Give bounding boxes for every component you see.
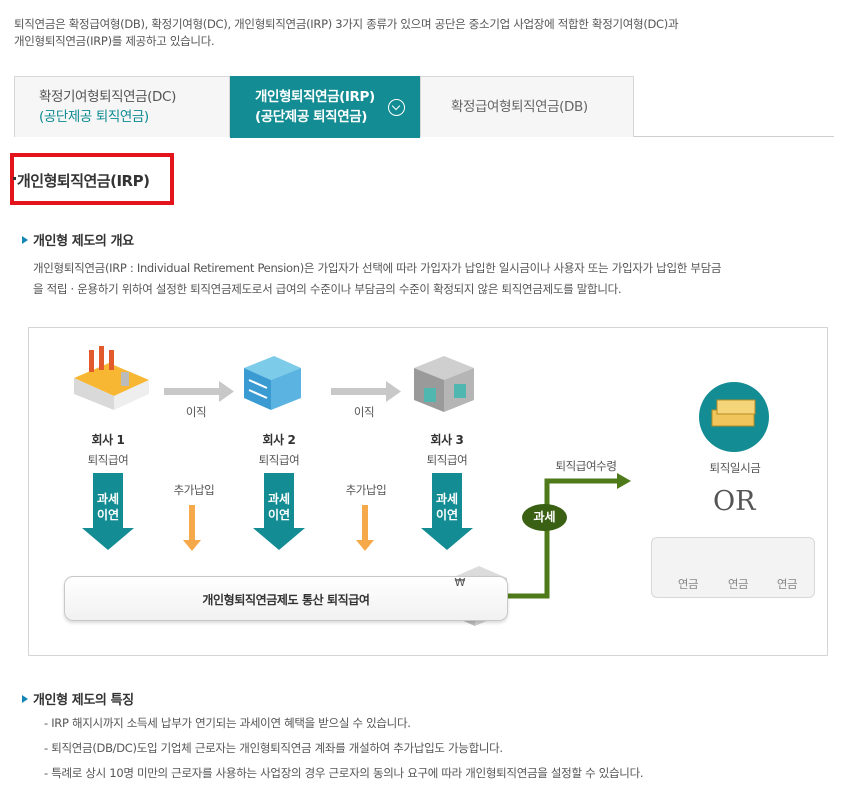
tax-deferral-label-2: 과세 이연: [264, 491, 294, 523]
receive-benefit-label: 퇴직급여수령: [555, 459, 617, 473]
list-item: - IRP 해지시까지 소득세 납부가 연기되는 과세이연 혜택을 받으실 수 …: [44, 716, 411, 730]
lump-sum-money-icon: [699, 382, 769, 452]
tax-badge: 과세: [522, 504, 567, 531]
additional-payment-arrow-2: [356, 505, 374, 551]
annuity-label-3: 연금: [776, 577, 798, 591]
features-heading-text: 개인형 제도의 특징: [33, 693, 134, 708]
annuity-label-1: 연금: [677, 577, 699, 591]
transfer-arrow-2: [331, 381, 401, 402]
lump-sum-label: 퇴직일시금: [709, 461, 761, 475]
annuity-label-2: 연금: [727, 577, 749, 591]
building-blue-icon: [244, 356, 301, 410]
annuity-box: [651, 537, 815, 598]
transfer-label-2: 이직: [353, 405, 375, 419]
intro-line-1: 퇴직연금은 확정급여형(DB), 확정기여형(DC), 개인형퇴직연금(IRP)…: [14, 17, 679, 31]
tax-deferral-label-2-line1: 과세: [267, 492, 291, 506]
company-3-benefit: 퇴직급여: [426, 453, 468, 467]
features-list: - IRP 해지시까지 소득세 납부가 연기되는 과세이연 혜택을 받으실 수 …: [44, 715, 644, 790]
company-3-name: 회사 3: [430, 433, 464, 447]
tab-dc-label: 확정기여형퇴직연금(DC): [39, 89, 176, 105]
tax-deferral-label-3-line2: 이연: [435, 508, 459, 522]
transfer-label-1: 이직: [185, 405, 207, 419]
company-1-name: 회사 1: [91, 433, 125, 447]
tax-deferral-arrow-3: [421, 473, 473, 550]
tax-deferral-label-3: 과세 이연: [432, 491, 462, 523]
list-item: - 특례로 상시 10명 미만의 근로자를 사용하는 사업장의 경우 근로자의 …: [44, 766, 644, 780]
won-sign-icon: ₩: [454, 576, 466, 589]
chevron-down-icon: [388, 99, 405, 116]
irp-total-benefit-bar: 개인형퇴직연금제도 통산 퇴직급여: [64, 576, 508, 621]
tab-db[interactable]: 확정급여형퇴직연금(DB): [420, 76, 634, 137]
company-1-benefit: 퇴직급여: [87, 453, 129, 467]
tax-deferral-label-1-line1: 과세: [96, 492, 120, 506]
tax-deferral-label-1-line2: 이연: [96, 508, 120, 522]
tab-irp-sublabel: (공단제공 퇴직연금): [255, 109, 367, 125]
factory-icon: [74, 346, 149, 410]
company-2-benefit: 퇴직급여: [258, 453, 300, 467]
tax-deferral-label-2-line2: 이연: [267, 508, 291, 522]
irp-total-benefit-text: 개인형퇴직연금제도 통산 퇴직급여: [202, 593, 370, 607]
transfer-arrow-1: [164, 381, 234, 402]
overview-line-2: 을 적립 · 운용하기 위하여 설정한 퇴직연금제도로서 급여의 수준이나 부담…: [33, 282, 622, 296]
highlight-box: [10, 153, 174, 205]
or-label: OR: [713, 486, 756, 517]
intro-line-2: 개인형퇴직연금(IRP)를 제공하고 있습니다.: [14, 34, 215, 48]
tab-irp-label: 개인형퇴직연금(IRP): [255, 89, 375, 105]
bullet-triangle-icon: [22, 695, 28, 703]
tab-irp[interactable]: 개인형퇴직연금(IRP) (공단제공 퇴직연금): [230, 76, 420, 138]
tab-dc[interactable]: 확정기여형퇴직연금(DC) (공단제공 퇴직연금): [14, 76, 230, 137]
overview-line-1: 개인형퇴직연금(IRP : Individual Retirement Pens…: [33, 261, 722, 275]
additional-payment-label-2: 추가납입: [345, 483, 387, 497]
tax-deferral-arrow-2: [253, 473, 305, 550]
intro-text: 퇴직연금은 확정급여형(DB), 확정기여형(DC), 개인형퇴직연금(IRP)…: [14, 16, 834, 50]
bullet-triangle-icon: [22, 236, 28, 244]
list-item: - 퇴직연금(DB/DC)도입 기업체 근로자는 개인형퇴직연금 계좌를 개설하…: [44, 741, 503, 755]
building-gray-icon: [414, 356, 474, 412]
tax-deferral-label-1: 과세 이연: [93, 491, 123, 523]
tax-deferral-label-3-line1: 과세: [435, 492, 459, 506]
overview-text: 개인형퇴직연금(IRP : Individual Retirement Pens…: [33, 258, 833, 300]
tax-deferral-arrow-1: [82, 473, 134, 550]
overview-heading-text: 개인형 제도의 개요: [33, 234, 134, 249]
tab-db-label: 확정급여형퇴직연금(DB): [451, 99, 588, 115]
pension-type-tabs: 확정기여형퇴직연금(DC) (공단제공 퇴직연금) 개인형퇴직연금(IRP) (…: [14, 76, 834, 138]
page-title: 개인형퇴직연금(IRP): [12, 172, 150, 190]
company-2-name: 회사 2: [262, 433, 296, 447]
additional-payment-arrow-1: [183, 505, 201, 551]
overview-heading: 개인형 제도의 개요: [22, 230, 134, 249]
receive-path-arrow: [507, 473, 631, 599]
additional-payment-label-1: 추가납입: [173, 483, 215, 497]
tab-dc-sublabel: (공단제공 퇴직연금): [39, 109, 149, 125]
irp-flow-diagram: 이직 이직 회사 1 퇴직급여 회사 2 퇴직급여 회사 3 퇴직급여 과세 이…: [28, 327, 828, 656]
features-heading: 개인형 제도의 특징: [22, 689, 134, 708]
